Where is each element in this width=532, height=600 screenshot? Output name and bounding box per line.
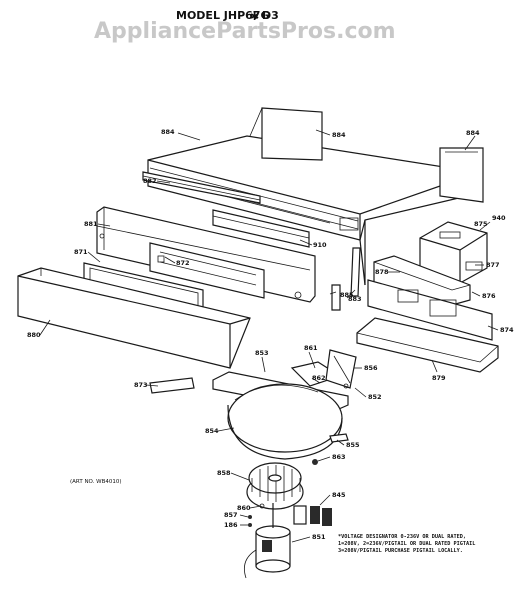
label-854: 854	[205, 427, 219, 435]
label-186: 186	[224, 521, 238, 529]
screw-863	[312, 459, 318, 465]
label-860: 860	[237, 504, 251, 512]
model-title: MODEL JHP67G	[176, 9, 269, 22]
motor-851	[243, 503, 291, 579]
label-875: 875	[474, 220, 488, 228]
front-panel-880	[17, 267, 251, 369]
watermark-text: AppliancePartsPros.com	[94, 19, 396, 44]
plate-856	[325, 349, 357, 389]
label-858: 858	[217, 469, 231, 477]
clip-857	[248, 515, 252, 519]
label-873: 873	[134, 381, 148, 389]
panel-874	[367, 279, 493, 341]
label-857: 857	[224, 511, 238, 519]
part-labels: 884 884 884 882 881 871 872 910 880 883 …	[27, 128, 514, 541]
label-851: 851	[312, 533, 326, 541]
label-853: 853	[255, 349, 269, 357]
label-872: 872	[176, 259, 190, 267]
top-plate-884-left	[249, 107, 323, 161]
channel-910	[212, 209, 310, 248]
label-884-top-center: 884	[332, 131, 346, 139]
latch-885	[331, 284, 341, 311]
filter-872	[149, 242, 265, 299]
label-881: 881	[84, 220, 98, 228]
label-880: 880	[27, 331, 41, 339]
label-855: 855	[346, 441, 360, 449]
label-882: 882	[143, 177, 157, 185]
plate-873	[149, 377, 195, 394]
label-878: 878	[375, 268, 389, 276]
label-862: 862	[312, 374, 326, 382]
label-940: 940	[492, 214, 506, 222]
art-number-reference: (ART NO. WB4010)	[70, 479, 122, 485]
strap-855	[329, 433, 349, 443]
label-863: 863	[332, 453, 346, 461]
label-883: 883	[348, 295, 362, 303]
side-plate-884-right	[439, 147, 484, 203]
tray-879	[356, 317, 499, 373]
label-845: 845	[332, 491, 346, 499]
label-885: 885	[340, 291, 354, 299]
label-876: 876	[482, 292, 496, 300]
label-861: 861	[304, 344, 318, 352]
bracket-883	[350, 247, 361, 297]
front-trim-882	[142, 171, 261, 204]
blower-assembly	[212, 361, 349, 460]
label-856: 856	[364, 364, 378, 372]
label-884-top-left: 884	[161, 128, 175, 136]
voltage-note-line-2: 1=208V, 2=236V/PIGTAIL OR DUAL RATED PIG…	[338, 541, 475, 547]
voltage-note-line-3: 3=208V/PIGTAIL PURCHASE PIGTAIL LOCALLY.	[338, 548, 463, 554]
label-871: 871	[74, 248, 88, 256]
bracket-845	[293, 505, 332, 526]
label-852: 852	[368, 393, 382, 401]
asterisk-glyph: ✱	[250, 10, 259, 23]
model-title-suffix: D3	[262, 9, 279, 22]
label-877: 877	[486, 261, 500, 269]
spring-852	[343, 383, 349, 389]
label-879: 879	[432, 374, 446, 382]
voltage-note-line-1: *VOLTAGE DESIGNATOR 0-236V OR DUAL RATED…	[338, 534, 466, 540]
label-884-top-right: 884	[466, 129, 480, 137]
label-910: 910	[313, 241, 327, 249]
fan-wheel-858	[246, 462, 304, 510]
nut-186	[248, 523, 252, 527]
label-874: 874	[500, 326, 514, 334]
leader-lines	[39, 129, 499, 543]
